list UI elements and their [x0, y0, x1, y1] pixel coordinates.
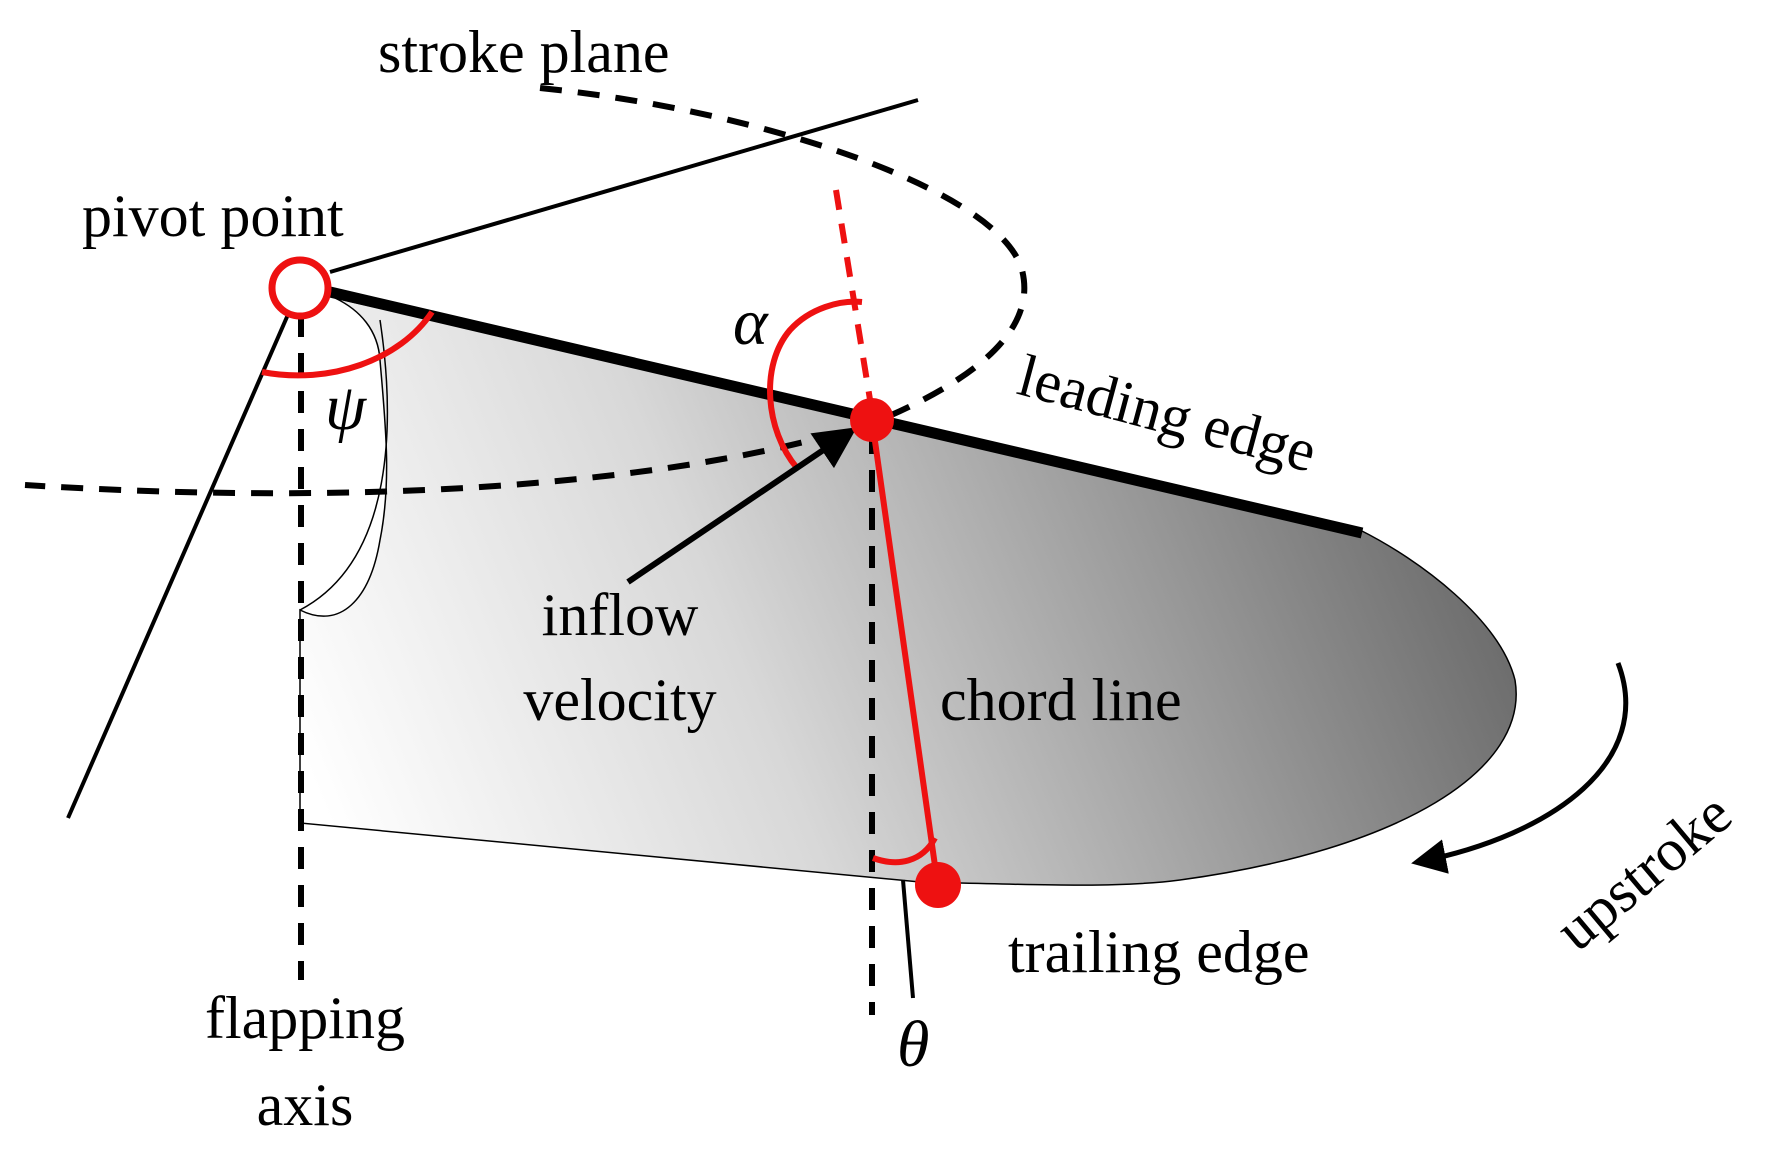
theta-symbol: θ	[897, 1008, 930, 1081]
inflow-velocity-label-line2: velocity	[523, 667, 717, 733]
pivot-point-label: pivot point	[82, 183, 344, 249]
psi-angle-arc	[261, 310, 435, 379]
stroke-plane-label: stroke plane	[378, 19, 670, 85]
pivot-point-marker	[268, 256, 332, 320]
theta-pointer-line	[901, 879, 915, 999]
flapping-axis-label-line1: flapping	[205, 985, 405, 1051]
trailing-edge-label: trailing edge	[1008, 919, 1310, 985]
trailing-edge-point	[915, 862, 961, 908]
alpha-angle-arc	[767, 298, 863, 470]
stroke-plane-lower-line	[66, 309, 292, 819]
stroke-path-dashed	[24, 85, 1028, 497]
leading-edge-point	[850, 398, 894, 442]
wing-surface	[299, 297, 1517, 886]
leading-edge-line	[328, 286, 1364, 539]
psi-symbol: ψ	[325, 371, 366, 444]
wing-root-curve	[299, 319, 389, 611]
inflow-velocity-arrow	[626, 427, 857, 585]
chord-line-label: chord line	[940, 667, 1182, 733]
upstroke-arrow	[1411, 662, 1629, 874]
alpha-symbol: α	[733, 286, 768, 359]
stroke-plane-upper-line	[329, 98, 919, 274]
theta-angle-arc	[871, 836, 938, 866]
chord-line	[869, 419, 940, 881]
flapping-axis-label-line2: axis	[256, 1072, 354, 1138]
inflow-velocity-label-line1: inflow	[541, 582, 699, 648]
